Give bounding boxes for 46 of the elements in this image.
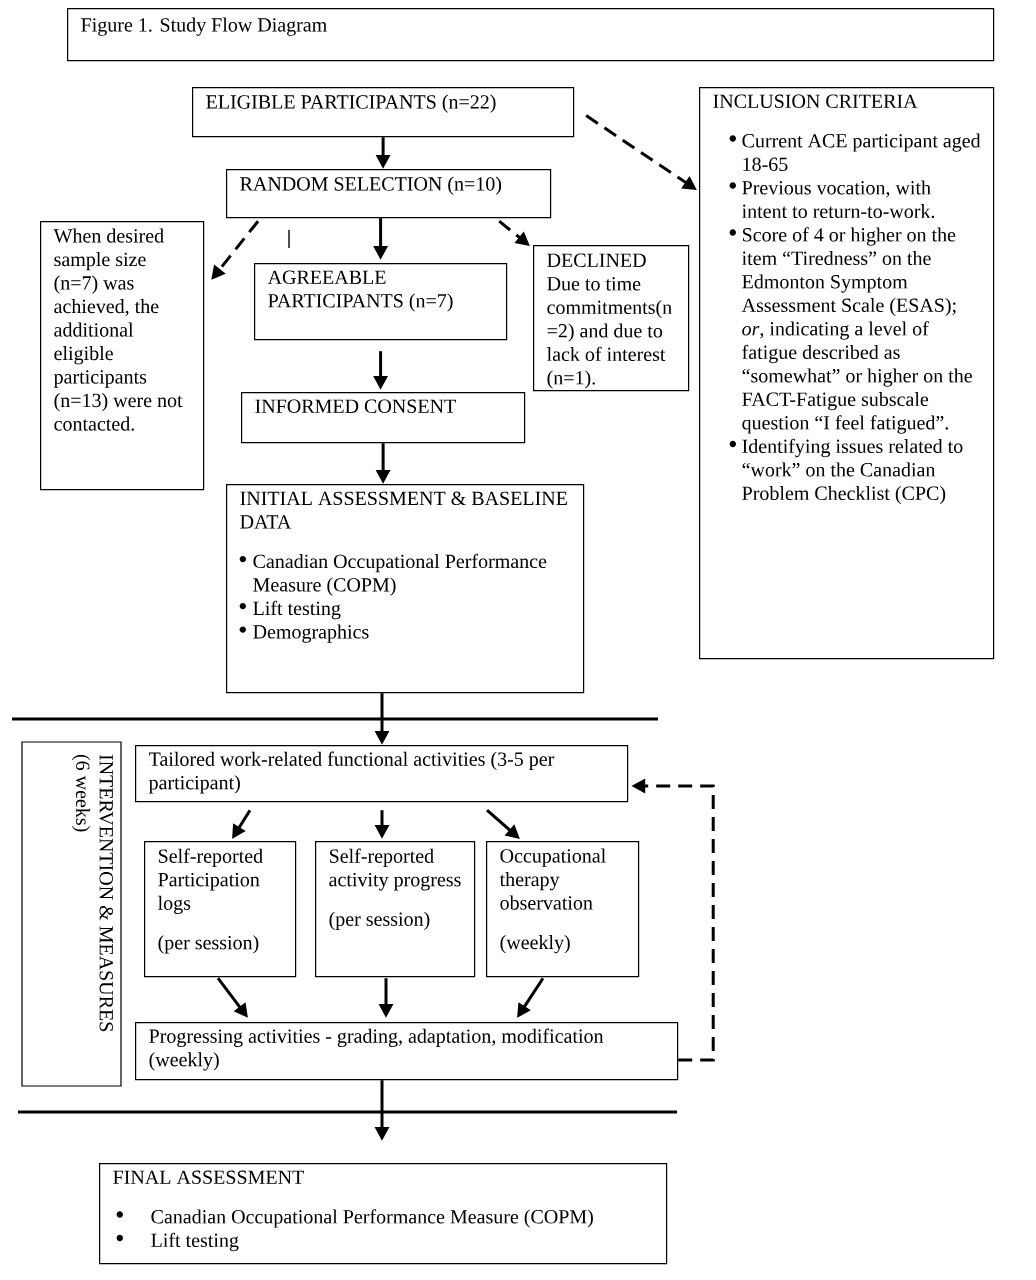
box-text: DECLINED [547, 253, 646, 268]
box-text: Figure 1. Study Flow Diagram [81, 17, 327, 36]
bullet-item: Canadian Occupational Performance Measure (COPM) [239, 553, 547, 596]
process-box [192, 87, 575, 138]
box-text: INFORMED CONSENT [255, 399, 456, 414]
process-box [254, 263, 508, 341]
box-text: (per session) [158, 935, 259, 954]
box-text: Occupational therapy observation [499, 848, 606, 910]
process-box [315, 841, 476, 978]
bullet-item: Lift testing [116, 1232, 239, 1252]
box-text: ELIGIBLE PARTICIPANTS (n=22) [206, 94, 496, 113]
box-text: Progressing activities - grading, adaptation, modification (weekly) [149, 1028, 604, 1071]
bullet-item: Current ACE participant aged 18-65 [729, 133, 981, 172]
box-text: (6 weeks) [71, 754, 91, 832]
box-text: RANDOM SELECTION (n=10) [240, 176, 502, 195]
process-box [226, 169, 552, 219]
box-text: When desired sample size (n=7) was achieved, the additional eligible participants (n=13) were not contacted. [53, 228, 183, 431]
bullet-item: Identifying issues related to “work” on the Canadian Problem Checklist (CPC) [729, 438, 963, 505]
box-text: AGREEABLE PARTICIPANTS (n=7) [267, 270, 453, 312]
box-text: INCLUSION CRITERIA [713, 94, 918, 109]
box-text: (per session) [329, 911, 430, 930]
criteria-box [699, 87, 995, 660]
box-text: INTERVENTION & MEASURES [99, 754, 113, 1032]
process-box [144, 841, 297, 978]
process-box [99, 1163, 668, 1265]
title-box [67, 8, 995, 62]
box-text: (weekly) [500, 935, 570, 954]
process-box [241, 392, 526, 444]
box-text: INITIAL ASSESSMENT & BASELINE DATA [240, 491, 567, 529]
box-text: Self-reported Participation logs [158, 848, 263, 914]
bullet-item: Demographics [239, 624, 369, 643]
process-box [135, 745, 629, 803]
box-text: FINAL ASSESSMENT [113, 1170, 304, 1185]
process-box [135, 1022, 679, 1081]
bullet-item: Lift testing [239, 600, 341, 620]
side-label-box [21, 741, 122, 1087]
process-box [486, 841, 640, 978]
box-text: Due to time commitments(n =2) and due to lack of interest (n=1). [547, 277, 672, 389]
box-text: Self-reported activity progress [329, 848, 461, 891]
box-text: Tailored work-related functional activities (3-5 per participant) [148, 751, 555, 794]
bullet-item: Score of 4 or higher on the item “Tiredness” on the Edmonton Symptom Assessment Scale (ESAS); or, indicating a level of fatigue described as “somewhat” or higher on the FACT-Fatigue subscale question “I feel fatigued”. [729, 227, 972, 434]
note-box [40, 221, 205, 491]
bullet-item: Previous vocation, with intent to return-to-work. [729, 180, 935, 219]
process-box [533, 245, 690, 392]
bullet-item: Canadian Occupational Performance Measure (COPM) [116, 1209, 593, 1228]
process-box [226, 484, 585, 694]
